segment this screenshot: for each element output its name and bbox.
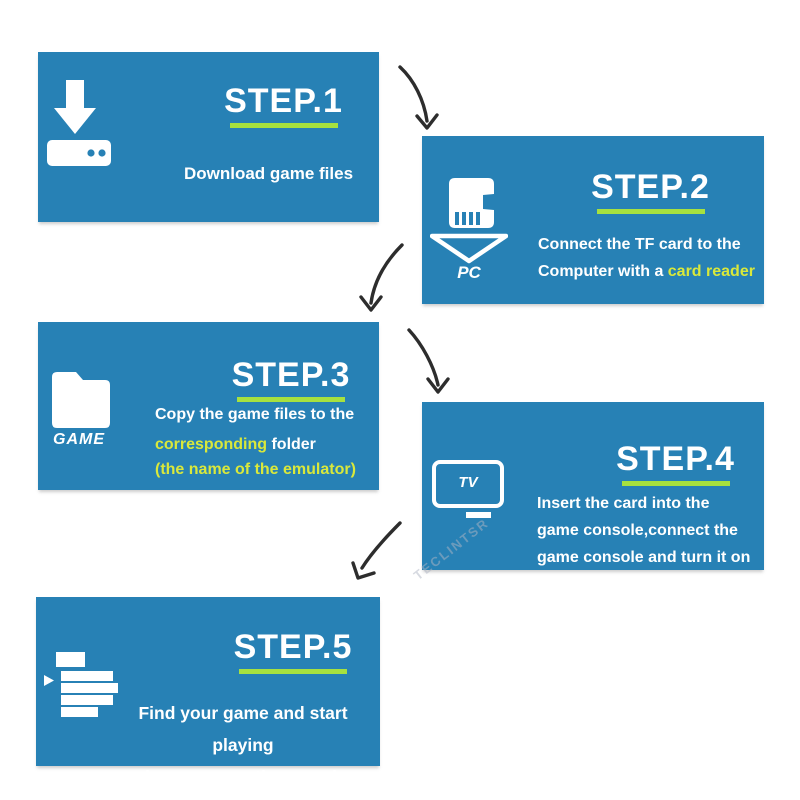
description-line: Download game files [183, 164, 354, 183]
arrow-step4-to-step5-head [351, 561, 376, 580]
tv-icon-label: TV [458, 474, 478, 491]
title-underline [239, 669, 347, 674]
arrow-step4-to-step5 [360, 521, 402, 570]
step-1-title-text: STEP.1 [224, 82, 343, 120]
step-4-description: Insert the card into the game console,con… [537, 490, 762, 571]
title-underline [237, 397, 345, 402]
step-4-card: TV STEP.4 Insert the card into the game c… [422, 402, 764, 570]
step-5-card: STEP.5 Find your game and start playing (… [36, 597, 380, 800]
step-5-description: Find your game and start playing (you can… [106, 697, 380, 800]
game-folder-icon [47, 372, 111, 428]
step-1-title: STEP.1 [188, 84, 379, 128]
step-1-description: Download game files [158, 164, 379, 184]
description-line: Find your game and start playing [138, 703, 348, 755]
pc-icon-label: PC [457, 263, 481, 282]
description-line: Insert the card into the [537, 495, 710, 512]
title-underline [229, 123, 338, 128]
game-list-icon [44, 651, 130, 717]
tf-card-icon [430, 178, 508, 264]
description-line: (you can use the search function) [143, 767, 343, 800]
title-underline [596, 209, 705, 214]
tv-icon [432, 460, 504, 520]
step-3-card: GAME STEP.3 Copy the game files to the co… [38, 322, 379, 490]
step-3-title-text: STEP.3 [231, 356, 351, 394]
game-folder-label: GAME [53, 431, 105, 448]
step-2-title: STEP.2 [537, 170, 764, 214]
description-line: (the name of the emulator) [155, 461, 356, 478]
title-underline [621, 481, 730, 486]
download-icon [47, 80, 111, 168]
step-5-title-text: STEP.5 [233, 628, 353, 666]
description-line: Computer with a card reader [538, 263, 755, 280]
description-line: game console,connect the [537, 522, 738, 539]
arrow-step3-to-step4-head [426, 377, 450, 394]
step-3-description: Copy the game files to the corresponding … [155, 402, 377, 482]
step-4-title: STEP.4 [587, 442, 764, 486]
step-4-title-text: STEP.4 [616, 440, 735, 478]
arrow-step1-to-step2-head [415, 113, 439, 130]
description-line: Connect the TF card to the [538, 236, 741, 253]
step-3-title: STEP.3 [203, 358, 379, 402]
description-line: Copy the game files to the [155, 406, 355, 423]
arrow-step2-to-step3 [369, 243, 404, 305]
description-line: corresponding folder [155, 436, 316, 453]
step-1-card: STEP.1 Download game files [38, 52, 379, 222]
step-5-title: STEP.5 [206, 630, 380, 674]
arrow-step3-to-step4 [407, 328, 440, 387]
arrow-step1-to-step2 [398, 65, 429, 123]
description-line: game console and turn it on [537, 549, 751, 566]
step-2-title-text: STEP.2 [591, 168, 710, 206]
arrow-step2-to-step3-head [359, 295, 383, 312]
